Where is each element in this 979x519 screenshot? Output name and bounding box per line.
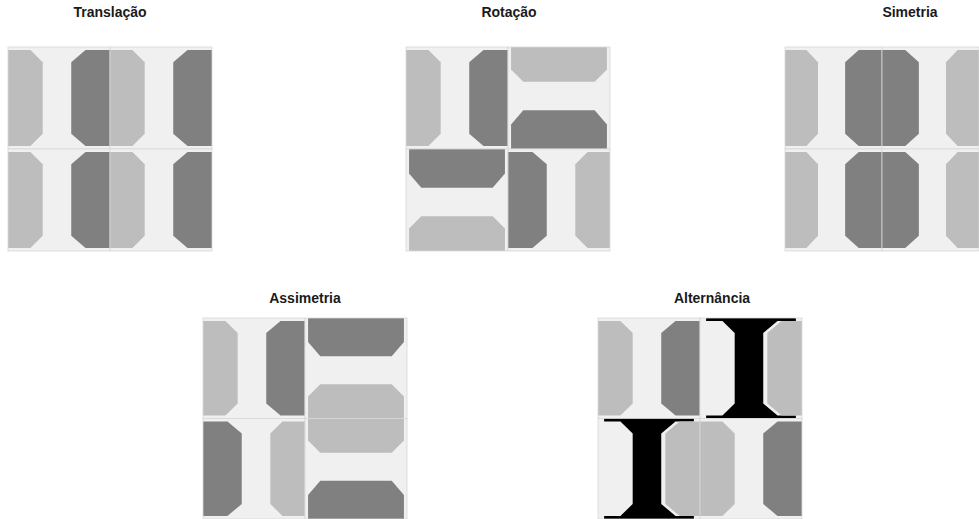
tile [406,149,508,251]
pattern-heading: Translação [73,4,146,20]
tile [598,318,700,419]
pattern-heading: Rotação [481,4,536,20]
rotation-pattern [406,47,610,251]
symmetry-pattern [785,47,979,251]
tile [882,149,979,251]
black-tile [598,419,700,519]
tile [203,419,305,519]
tile [110,47,212,149]
tile [110,149,212,251]
black-tile [700,318,802,419]
pattern-heading: Simetria [882,4,937,20]
tile [305,318,407,419]
tile [508,149,610,251]
tile [785,47,882,149]
asymmetry-pattern [203,318,407,519]
translation-pattern [8,47,212,251]
tile [406,47,508,149]
tile [8,47,110,149]
tile [203,318,305,419]
tile [305,419,407,519]
pattern-heading: Alternância [674,290,750,306]
tile [700,419,802,519]
tile [882,47,979,149]
pattern-heading: Assimetria [269,290,341,306]
tile [785,149,882,251]
alternation-pattern [598,318,802,519]
tile [508,47,610,149]
tile [8,149,110,251]
